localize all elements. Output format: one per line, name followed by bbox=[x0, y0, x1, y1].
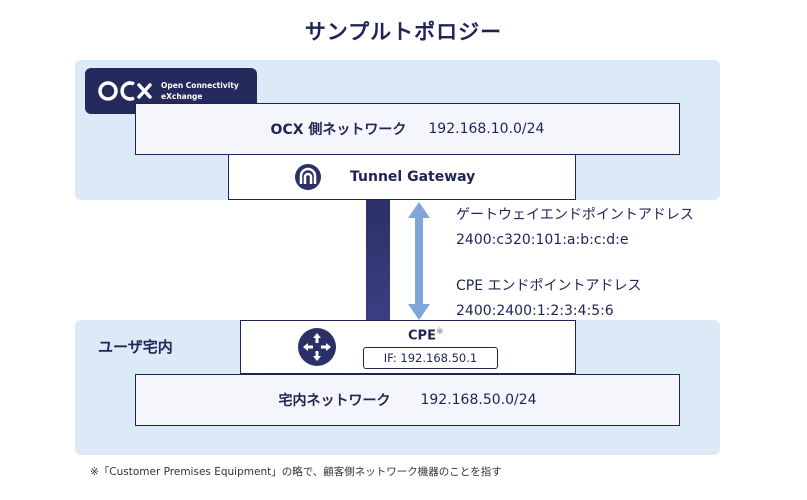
cpe-endpoint-address: 2400:2400:1:2:3:4:5:6 bbox=[456, 303, 614, 319]
tunnel-bar bbox=[366, 200, 390, 322]
cpe-endpoint-label: CPE エンドポイントアドレス bbox=[456, 278, 642, 294]
logo-text: Open Connectivity eXchange bbox=[161, 80, 239, 102]
cpe-endpoint-text: CPE エンドポイントアドレス 2400:2400:1:2:3:4:5:6 bbox=[456, 274, 642, 324]
tunnel-gateway-icon bbox=[295, 164, 321, 190]
gateway-endpoint-label: ゲートウェイエンドポイントアドレス bbox=[456, 207, 694, 223]
ocx-network-subnet: 192.168.10.0/24 bbox=[428, 121, 545, 137]
gateway-endpoint-text: ゲートウェイエンドポイントアドレス 2400:c320:101:a:b:c:d:… bbox=[456, 203, 694, 253]
ocx-logo-icon bbox=[98, 81, 152, 101]
tunnel-gateway-label: Tunnel Gateway bbox=[350, 169, 476, 185]
cpe-title: CPE※ bbox=[408, 327, 444, 343]
cpe-mark: ※ bbox=[435, 327, 444, 337]
logo-line1: Open Connectivity bbox=[161, 81, 239, 90]
home-network-box: 宅内ネットワーク 192.168.50.0/24 bbox=[135, 374, 680, 426]
cpe-interface-label: IF: 192.168.50.1 bbox=[383, 351, 478, 365]
home-network-label: 宅内ネットワーク bbox=[278, 393, 391, 409]
router-icon bbox=[298, 328, 336, 366]
footnote: ※「Customer Premises Equipment」の略で、顧客側ネット… bbox=[90, 466, 502, 478]
double-arrow-icon bbox=[408, 202, 430, 320]
tunnel-gateway-box: Tunnel Gateway bbox=[228, 154, 576, 200]
logo-line2: eXchange bbox=[161, 92, 203, 101]
gateway-endpoint-address: 2400:c320:101:a:b:c:d:e bbox=[456, 232, 629, 248]
ocx-network-box: OCX 側ネットワーク 192.168.10.0/24 bbox=[135, 103, 680, 155]
cpe-interface-box: IF: 192.168.50.1 bbox=[363, 347, 498, 369]
page-title: サンプルトポロジー bbox=[304, 20, 503, 44]
home-network-subnet: 192.168.50.0/24 bbox=[420, 392, 537, 408]
cpe-label: CPE bbox=[408, 328, 436, 344]
user-premises-label: ユーザ宅内 bbox=[98, 338, 173, 356]
ocx-network-label: OCX 側ネットワーク bbox=[270, 122, 407, 138]
